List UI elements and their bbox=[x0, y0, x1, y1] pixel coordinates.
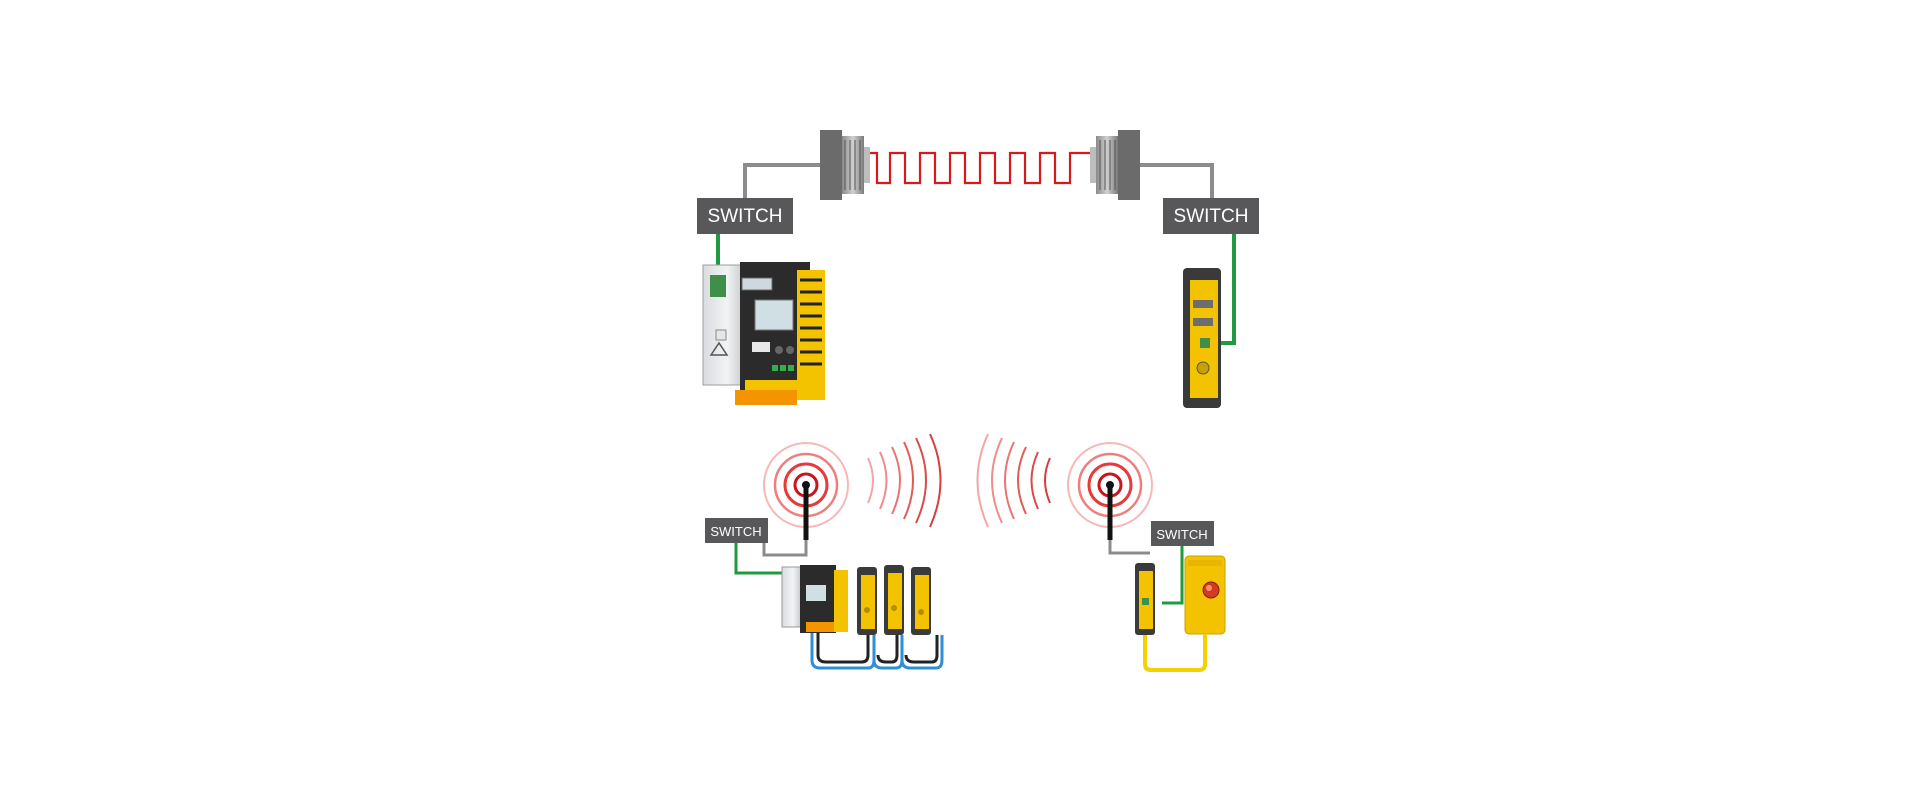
antenna-icon bbox=[763, 442, 849, 540]
right-antenna-cable bbox=[1108, 540, 1150, 555]
safety-relay-module-icon bbox=[1183, 268, 1221, 408]
left-antenna-cable bbox=[762, 540, 808, 557]
safety-gateway-icon bbox=[781, 565, 848, 633]
switch-box-top-left: SWITCH bbox=[697, 198, 793, 234]
emergency-stop-icon bbox=[1184, 555, 1226, 635]
wireless-link-section: SWITCH SWITCH bbox=[705, 433, 1226, 672]
safety-relay-module-icon bbox=[911, 567, 931, 635]
radio-waves-right bbox=[976, 433, 1051, 528]
safety-relay-module-icon bbox=[1135, 563, 1155, 635]
safety-gateway-icon bbox=[702, 262, 825, 405]
fiber-link-section: SWITCH SWITCH bbox=[697, 130, 1259, 408]
fiber-connector-icon bbox=[1090, 130, 1140, 200]
optical-signal-wave bbox=[870, 151, 1090, 185]
switch-box-bottom-right: SWITCH bbox=[1151, 521, 1214, 546]
sensor-cables bbox=[810, 633, 944, 670]
switch-label: SWITCH bbox=[1156, 527, 1207, 542]
switch-box-bottom-left: SWITCH bbox=[705, 518, 768, 543]
right-uplink-cable bbox=[1140, 163, 1214, 200]
radio-waves-left bbox=[867, 433, 942, 528]
safety-relay-module-icon bbox=[884, 565, 904, 635]
safety-relay-module-icon bbox=[857, 567, 877, 635]
switch-label: SWITCH bbox=[710, 524, 761, 539]
bottom-left-ethernet-cable bbox=[734, 543, 792, 575]
fiber-connector-icon bbox=[820, 130, 870, 200]
antenna-icon bbox=[1067, 442, 1153, 540]
switch-label: SWITCH bbox=[1174, 206, 1249, 227]
switch-label: SWITCH bbox=[708, 206, 783, 227]
bottom-right-ethernet-cable bbox=[1162, 546, 1184, 605]
yellow-sensor-cable bbox=[1143, 634, 1207, 672]
left-uplink-cable bbox=[743, 163, 830, 200]
switch-box-top-right: SWITCH bbox=[1163, 198, 1259, 234]
